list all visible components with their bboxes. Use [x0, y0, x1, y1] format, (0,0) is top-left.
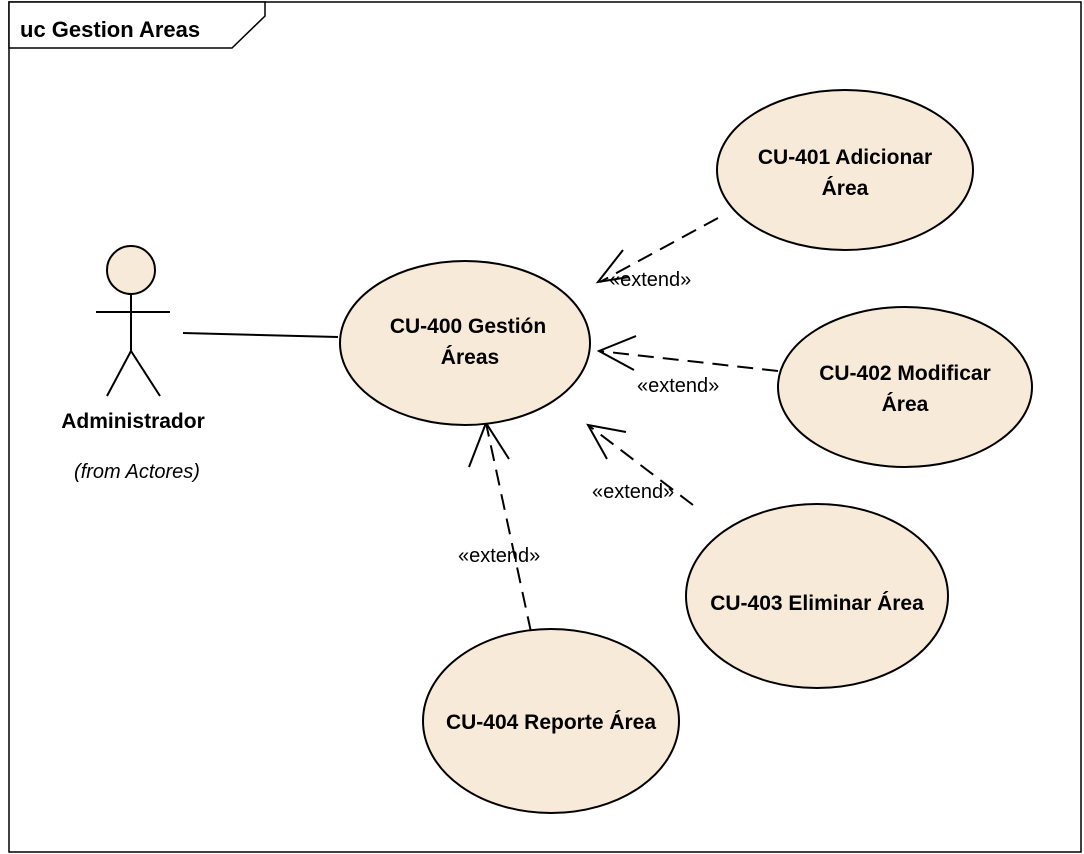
extend-line-404 [485, 422, 532, 633]
extend-label-403: «extend» [592, 481, 674, 503]
actor-administrador[interactable]: Administrador (from Actores) [61, 245, 205, 483]
extend-arrowhead-402 [596, 335, 637, 371]
extend-relation-401[interactable]: «extend» [595, 217, 719, 291]
extend-line-401 [599, 217, 719, 283]
use-case-401-label-line2: Área [822, 177, 869, 200]
extend-arrowhead-403 [586, 423, 627, 460]
extend-line-403 [587, 424, 694, 506]
extend-relation-404[interactable]: «extend» [458, 420, 540, 633]
extend-label-402: «extend» [637, 375, 719, 397]
extend-line-402 [598, 350, 779, 372]
use-case-404[interactable]: CU-404 Reporte Área [422, 628, 680, 814]
extend-arrowhead-401 [595, 249, 630, 284]
use-case-402[interactable]: CU-402 Modificar Área [777, 306, 1033, 468]
actor-name: Administrador [61, 410, 205, 433]
frame-title-tab [8, 1, 266, 49]
extend-label-404: «extend» [458, 545, 540, 567]
use-case-403[interactable]: CU-403 Eliminar Área [685, 503, 949, 689]
use-case-403-label: CU-403 Eliminar Área [710, 592, 924, 615]
extend-label-401: «extend» [609, 269, 691, 291]
use-case-401[interactable]: CU-401 Adicionar Área [716, 89, 974, 251]
actor-left-leg [106, 350, 132, 397]
use-case-400-label-line2: Áreas [441, 346, 499, 369]
extend-relation-403[interactable]: «extend» [586, 423, 694, 506]
actor-right-leg [130, 350, 161, 397]
extend-relation-402[interactable]: «extend» [596, 335, 779, 397]
use-case-404-label: CU-404 Reporte Área [446, 711, 656, 734]
association-line[interactable] [182, 332, 339, 338]
use-case-401-label-line1: CU-401 Adicionar [758, 146, 932, 169]
actor-head [106, 245, 156, 295]
actor-origin: (from Actores) [74, 461, 200, 483]
use-case-400[interactable]: CU-400 Gestión Áreas [339, 260, 591, 426]
frame-title: uc Gestion Areas [20, 17, 200, 42]
use-case-400-label-line1: CU-400 Gestión [390, 315, 546, 338]
use-case-402-label-line2: Área [882, 393, 929, 416]
use-case-402-label-line1: CU-402 Modificar [819, 362, 991, 385]
